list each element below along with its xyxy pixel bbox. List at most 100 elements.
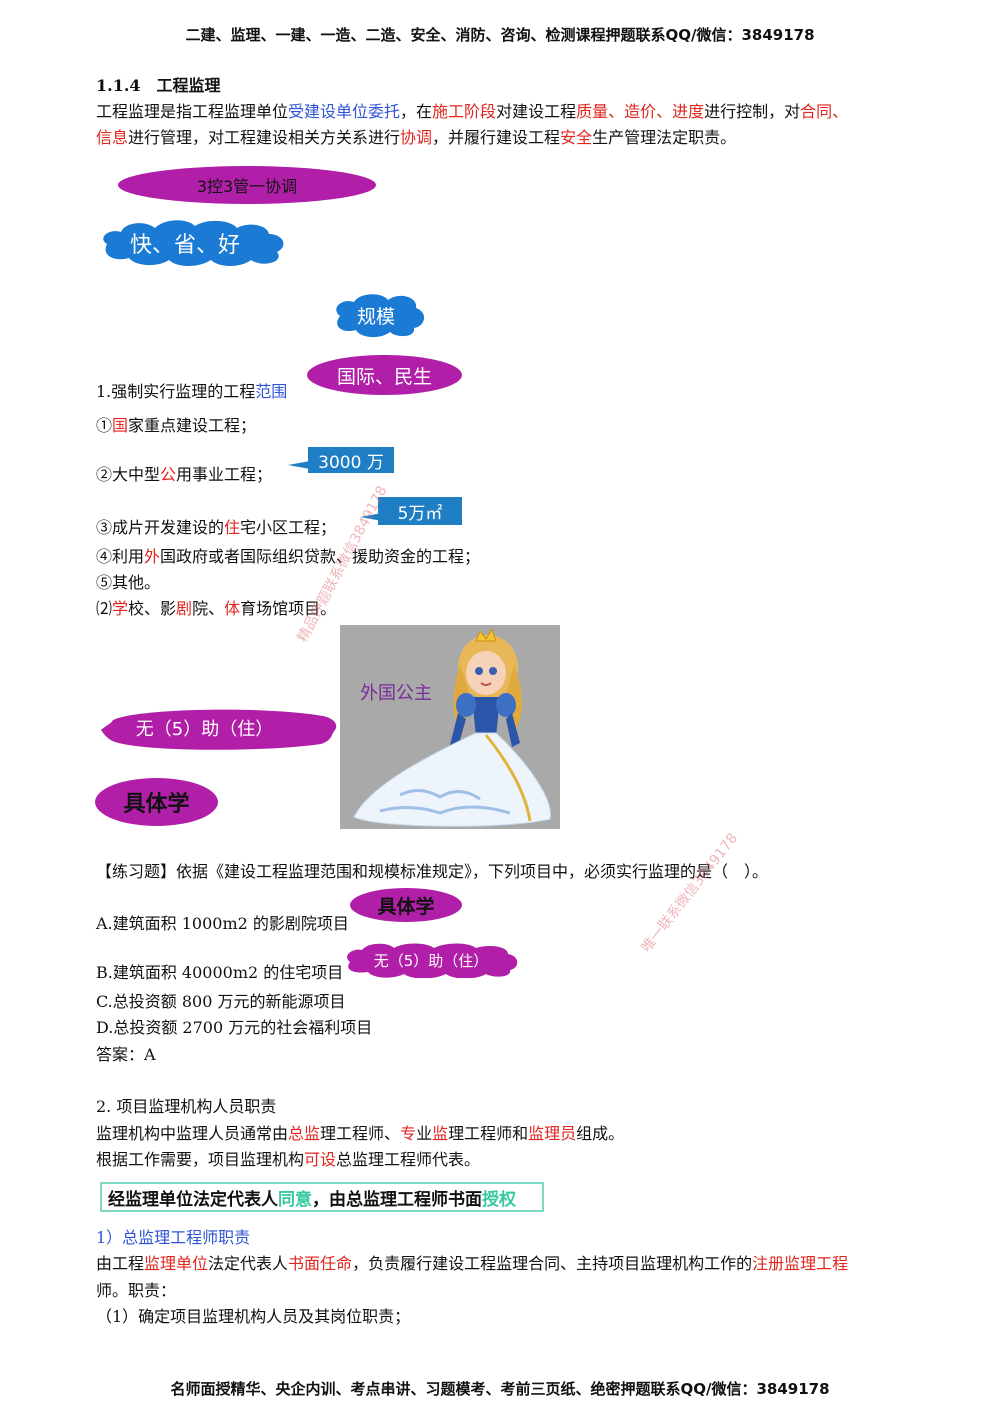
exercise-answer: 答案：A <box>96 1045 156 1064</box>
scope-item-1: ①国家重点建设工程； <box>96 416 256 436</box>
princess-icon <box>353 627 551 827</box>
annotation-cloud-scale-label: 规模 <box>356 305 395 328</box>
section2-para-4: 师。职责： <box>96 1281 177 1300</box>
text-segment: 授权 <box>482 1189 516 1210</box>
highlight-box-text: 经监理单位法定代表人同意，由总监理工程师书面授权 <box>108 1185 516 1210</box>
text-segment: 施工阶段 <box>432 102 497 121</box>
text-segment: 信息 <box>96 128 129 147</box>
section2-title: 2. 项目监理机构人员职责 <box>96 1097 277 1116</box>
annotation-cloud-wu-label: 无（5）助（住） <box>373 951 489 970</box>
text-segment: ，由总监理工程师书面 <box>312 1189 482 1210</box>
text-segment: ① <box>96 416 113 435</box>
annotation-oval-intl: 国际、民生 <box>307 355 462 395</box>
text-segment: ③成片开发建设的 <box>96 518 225 537</box>
section2-para-5: （1）确定项目监理机构人员及其岗位职责； <box>96 1307 411 1326</box>
text-segment: ②大中型 <box>96 465 161 484</box>
annotation-oval-specific: 具体学 <box>95 778 218 826</box>
ribbon-shape <box>101 709 337 750</box>
text-segment: 同意 <box>278 1189 312 1210</box>
text-segment: 注册监理工程 <box>752 1254 849 1273</box>
text-segment: 由工程 <box>96 1254 145 1273</box>
callout-tail <box>288 461 310 469</box>
text-segment: ⑵ <box>96 599 113 618</box>
text-segment: 国政府或者国际组织贷款、援助资金的工程； <box>160 547 481 566</box>
section2-para-3: 由工程监理单位法定代表人书面任命，负责履行建设工程监理合同、主持项目监理机构工作… <box>96 1254 848 1274</box>
exercise-option-a: A.建筑面积 1000m2 的影剧院项目 <box>96 914 349 933</box>
text-segment: 住 <box>224 518 241 537</box>
text-segment: 家重点建设工程； <box>128 416 257 435</box>
annotation-cloud-wu: 无（5）助（住） <box>342 942 520 978</box>
watermark-2: 唯一联系微信3849178 <box>638 830 742 956</box>
section-title: 1.1.4 工程监理 <box>96 76 221 95</box>
text-segment: 宅小区工程； <box>240 518 337 537</box>
exercise-option-d: D.总投资额 2700 万元的社会福利项目 <box>96 1018 373 1037</box>
annotation-cloud-scale: 规模 <box>330 292 426 338</box>
text-segment: 可设 <box>304 1150 337 1169</box>
text-segment: 外 <box>144 547 161 566</box>
text-segment: ，负责履行建设工程监理合同、主持项目监理机构工作的 <box>352 1254 753 1273</box>
text-segment: 校、影 <box>128 599 177 618</box>
exercise-question: 【练习题】依据《建设工程监理范围和规模标准规定》，下列项目中，必须实行监理的是（… <box>96 862 769 881</box>
text-segment: 监理员 <box>528 1124 577 1143</box>
page-footer: 名师面授精华、央企内训、考点串讲、习题模考、考前三页纸、绝密押题联系QQ/微信：… <box>170 1380 830 1398</box>
callout-tail <box>360 513 382 521</box>
princess-illustration: 外国公主 <box>340 625 560 829</box>
text-segment: 监理机构中监理人员通常由 <box>96 1124 289 1143</box>
text-segment: 根据工作需要，项目监理机构 <box>96 1150 305 1169</box>
text-segment: 育场馆项目。 <box>240 599 337 618</box>
annotation-oval-control: 3控3管一协调 <box>118 166 376 204</box>
princess-image-label: 外国公主 <box>360 683 432 704</box>
annotation-oval-specific-2: 具体学 <box>350 888 462 922</box>
exercise-option-b: B.建筑面积 40000m2 的住宅项目 <box>96 963 344 982</box>
text-segment: 受建设单位委托 <box>288 102 401 121</box>
annotation-cloud-fast: 快、省、好 <box>95 218 290 268</box>
exercise-option-c: C.总投资额 800 万元的新能源项目 <box>96 992 346 1011</box>
text-segment: ④利用 <box>96 547 145 566</box>
scope-item-2: ②大中型公用事业工程； <box>96 465 272 485</box>
scope-item-3: ③成片开发建设的住宅小区工程； <box>96 518 336 538</box>
annotation-oval-intl-label: 国际、民生 <box>336 365 432 388</box>
annotation-callout-5w: 5万㎡ <box>360 497 464 529</box>
scope-item-6: ⑵学校、影剧院、体育场馆项目。 <box>96 599 336 619</box>
text-segment: 公 <box>160 465 177 484</box>
scope-item-5: ⑤其他。 <box>96 573 160 593</box>
annotation-oval-specific-label: 具体学 <box>123 792 190 817</box>
text-segment: 1.强制实行监理的工程 <box>96 382 256 401</box>
text-segment: 总监 <box>288 1124 321 1143</box>
annotation-oval-control-label: 3控3管一协调 <box>196 177 298 196</box>
cloud-shape <box>336 294 425 338</box>
text-segment: ，在 <box>400 102 433 121</box>
intro-line-1: 工程监理是指工程监理单位受建设单位委托，在施工阶段对建设工程质量、造价、进度进行… <box>96 102 848 122</box>
text-segment: 对建设工程 <box>496 102 577 121</box>
section2-subheading: 1）总监理工程师职责 <box>96 1228 251 1247</box>
text-segment: 监理单位 <box>144 1254 209 1273</box>
text-segment: 国 <box>112 416 129 435</box>
page-header: 二建、监理、一建、一造、二造、安全、消防、咨询、检测课程押题联系QQ/微信：38… <box>185 26 815 44</box>
cloud-shape <box>347 943 518 978</box>
text-segment: 监 <box>432 1124 449 1143</box>
annotation-callout-5w-label: 5万㎡ <box>378 497 462 525</box>
text-segment: 理工程师和 <box>448 1124 529 1143</box>
text-segment: ，并履行建设工程 <box>432 128 561 147</box>
text-segment: 协调 <box>400 128 433 147</box>
text-segment: 体 <box>224 599 241 618</box>
intro-line-2: 信息进行管理，对工程建设相关方关系进行协调，并履行建设工程安全生产管理法定职责。 <box>96 128 736 148</box>
text-segment: 总监理工程师代表。 <box>336 1150 481 1169</box>
text-segment: 剧 <box>176 599 193 618</box>
text-segment: 安全 <box>560 128 593 147</box>
scope-heading: 1.强制实行监理的工程范围 <box>96 382 287 402</box>
text-segment: ⑤其他。 <box>96 573 161 592</box>
text-segment: 生产管理法定职责。 <box>592 128 737 147</box>
text-segment: 经监理单位法定代表人 <box>108 1189 278 1210</box>
text-segment: 范围 <box>255 382 288 401</box>
annotation-callout-3000: 3000 万 <box>288 447 396 477</box>
text-segment: 用事业工程； <box>176 465 273 484</box>
highlight-box: 经监理单位法定代表人同意，由总监理工程师书面授权 <box>100 1182 544 1212</box>
annotation-ribbon-wu: 无（5）助（住） <box>97 704 340 752</box>
annotation-callout-3000-label: 3000 万 <box>308 447 394 473</box>
text-segment: 组成。 <box>576 1124 625 1143</box>
text-segment: 合同、 <box>800 102 849 121</box>
text-segment: 业 <box>416 1124 433 1143</box>
text-segment: 法定代表人 <box>208 1254 289 1273</box>
annotation-cloud-fast-label: 快、省、好 <box>129 233 240 258</box>
